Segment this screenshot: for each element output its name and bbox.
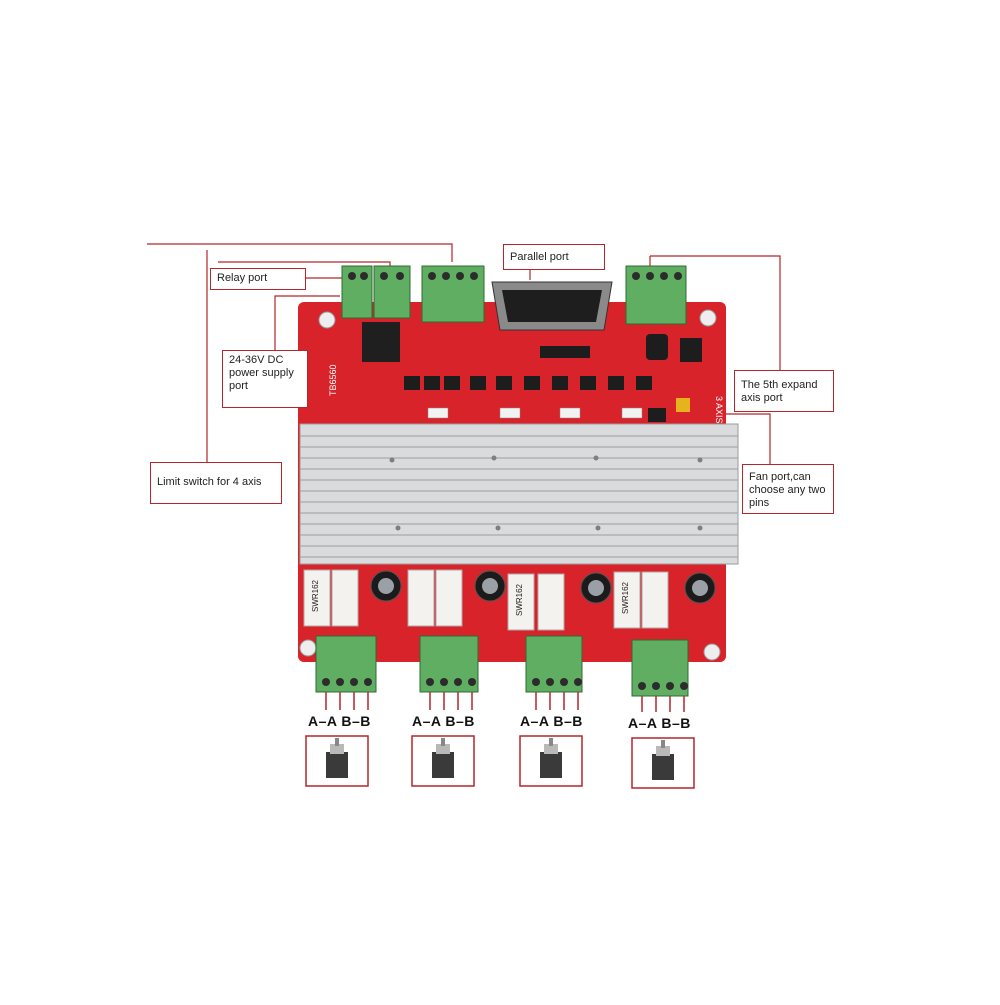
leader-lines <box>147 243 781 478</box>
power-supply-callout: 24-36V DC power supply port <box>222 350 308 408</box>
optocoupler-row <box>404 334 702 422</box>
parallel-port-connector <box>491 281 613 331</box>
board-model-text: TB6560 <box>328 364 338 396</box>
relay-port-callout: Relay port <box>210 268 306 290</box>
driver-components <box>303 569 716 631</box>
motor-wires <box>325 692 685 712</box>
relay-component <box>362 322 400 362</box>
motor-pin-label: A–A B–B <box>412 713 475 729</box>
resistor-label: SWR162 <box>515 583 524 616</box>
parallel-port-callout: Parallel port <box>503 244 605 270</box>
resistor-label: SWR162 <box>311 579 320 612</box>
limit-switch-callout: Limit switch for 4 axis <box>150 462 282 504</box>
stepper-motors <box>305 735 695 789</box>
stepper-motor-icon <box>326 738 674 780</box>
motor-pin-label: A–A B–B <box>628 715 691 731</box>
board-version-text: 3 AXIS V2 <box>714 396 724 437</box>
heatsink <box>299 423 739 565</box>
motor-pin-label: A–A B–B <box>520 713 583 729</box>
motor-pin-label: A–A B–B <box>308 713 371 729</box>
fifth-axis-callout: The 5th expand axis port <box>734 370 834 412</box>
resistor-label: SWR162 <box>621 581 630 614</box>
fan-port-callout: Fan port,can choose any two pins <box>742 464 834 514</box>
